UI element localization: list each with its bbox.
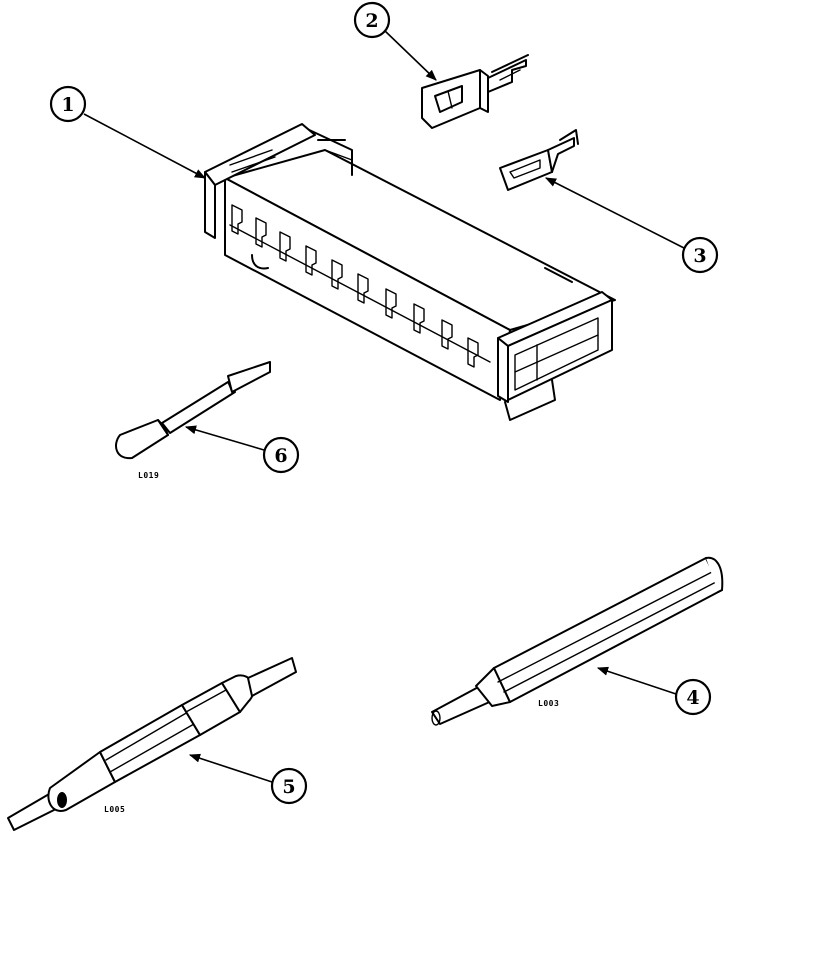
callout-4: 4 [596,666,712,716]
tool-code-4: L003 [538,699,559,708]
connector-housing [204,123,616,421]
callout-3-label: 3 [693,245,706,267]
hex-tool-4: L003 [431,556,724,726]
callout-2: 2 [353,1,437,81]
callout-6-label: 6 [274,445,287,467]
callout-2-label: 2 [365,10,378,32]
callout-4-label: 4 [686,687,699,709]
callout-5: 5 [188,753,308,805]
callout-5-label: 5 [282,776,295,798]
contact-cavities [229,204,491,368]
callout-3: 3 [545,177,719,274]
terminal-lower [499,129,579,191]
tool-code-5: L005 [104,805,125,814]
tool-code-6: L019 [138,471,159,480]
callout-1: 1 [49,85,206,179]
insertion-tool-5: L005 [7,657,297,831]
extraction-tool-6: L019 [115,361,271,480]
terminal-upper [421,54,529,129]
callout-1-label: 1 [61,94,74,116]
callout-6: 6 [184,425,300,474]
